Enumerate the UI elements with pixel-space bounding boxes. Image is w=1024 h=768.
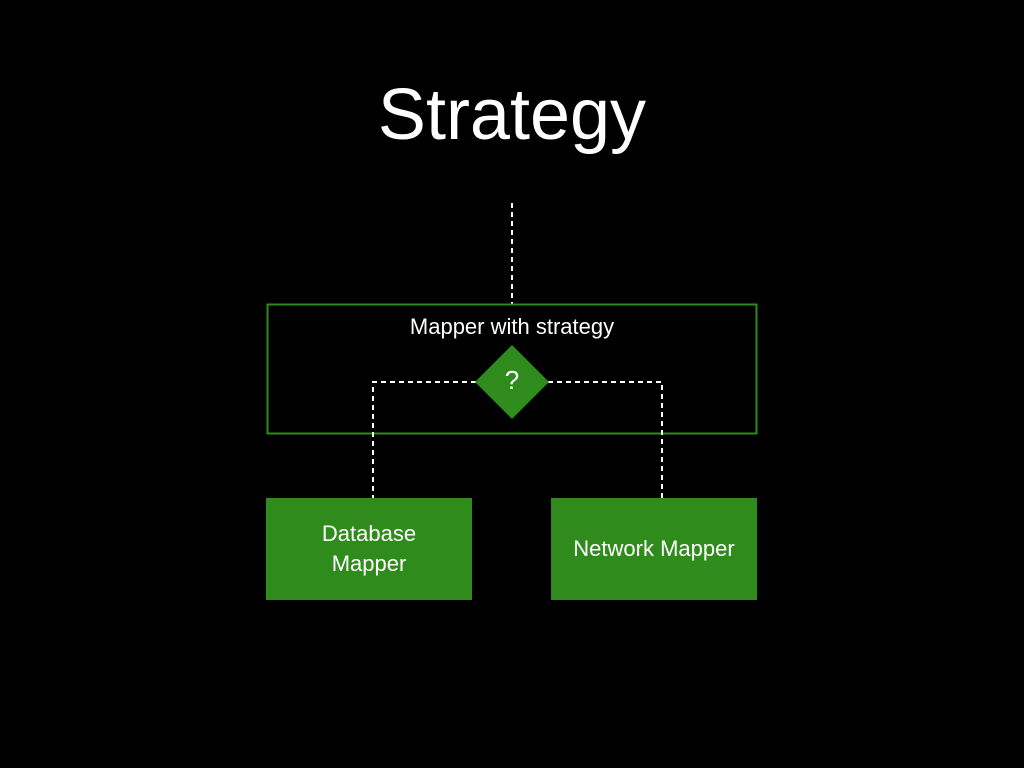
decision-label: ? [504,365,520,395]
connector-to-network-mapper [548,381,663,498]
database-mapper-label: Database Mapper [321,521,417,576]
decision-diamond [475,345,549,419]
mapper-with-strategy-container [266,303,758,435]
container-label: Mapper with strategy [409,314,615,339]
network-mapper-box [551,498,757,600]
database-mapper-node: Database Mapper [266,498,472,600]
connector-to-database-mapper [372,381,476,498]
network-mapper-node: Network Mapper [551,498,757,600]
slide-title: Strategy [377,75,647,155]
network-mapper-label: Network Mapper [573,536,735,561]
database-mapper-box [266,498,472,600]
